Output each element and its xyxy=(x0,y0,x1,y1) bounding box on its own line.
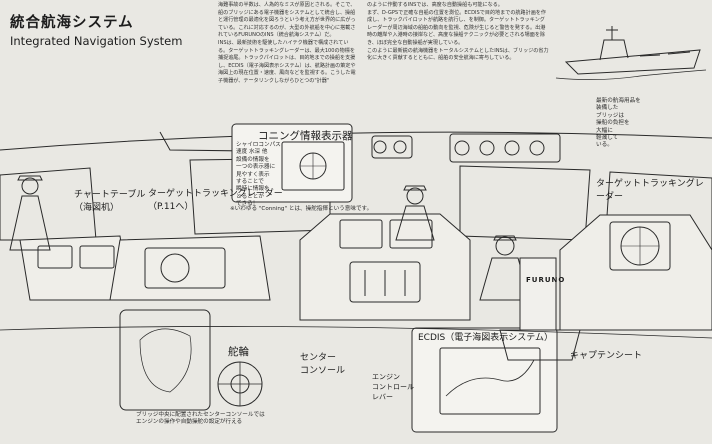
chart-table-label: チャートテーブル （海図机） xyxy=(74,190,146,213)
side-note: 最新の航海用品を 装備した ブリッジは 操船の負担を 大幅に 軽減して いる。 xyxy=(596,98,641,149)
helm-label: 舵輪 xyxy=(228,346,249,358)
intro-paragraph-1: 海難事故の半数は、人為的なミスが原因とされる。そこで、船のブリッジにある電子機器… xyxy=(218,2,356,84)
conning-display-note: シャイロコンパス 速度 水深 他 設備の情報を 一つの表示器に 見やすく表示 す… xyxy=(236,142,281,208)
conning-caption: ※いわゆる "Conning" とは、操舵指揮という意味です。 xyxy=(230,206,373,212)
captain-seat-label: キャプテンシート xyxy=(570,351,643,361)
ecdis-label: ECDIS（電子海図表示システム） xyxy=(418,333,553,343)
target-radar-label-right: ターゲットトラッキングレーダー xyxy=(596,179,704,202)
intro-paragraph-2: のように作動するINSでは、高度な自動操船も可能になる。 まず、D-GPSで正確… xyxy=(367,2,549,62)
bottom-note: ブリッジ中央に配置されたセンターコンソールでは エンジンの操作や自動操舵の設定が… xyxy=(136,412,265,426)
target-radar-label-left: ターゲットトラッキングレーダー （P.11へ） xyxy=(148,189,283,212)
engine-lever-label: エンジン コントロール レバー xyxy=(372,373,414,401)
furuno-brand: FURUNO xyxy=(526,276,566,284)
officer-left-figure xyxy=(9,175,51,251)
center-console-label: センター コンソール xyxy=(300,353,346,376)
page-subtitle: Integrated Navigation System xyxy=(10,34,183,48)
conning-display-label: コニング情報表示器 xyxy=(258,130,353,142)
ship-sketch xyxy=(555,26,707,80)
page-title: 統合航海システム xyxy=(10,15,134,31)
officer-center-figure xyxy=(395,185,435,241)
